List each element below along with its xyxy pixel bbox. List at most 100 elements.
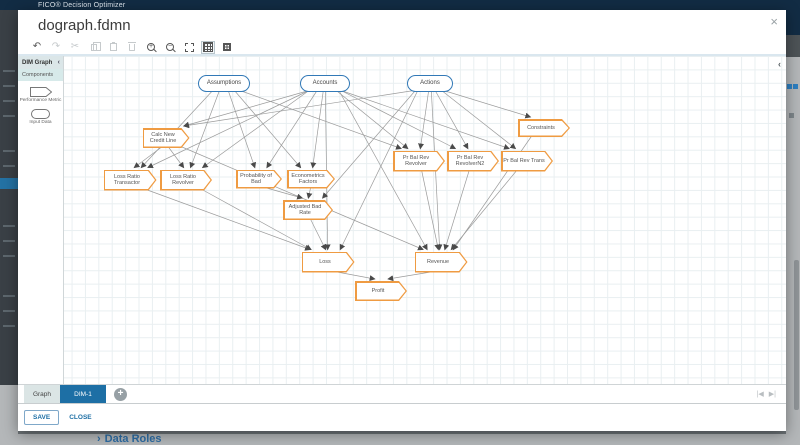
pentagon-node-fill	[289, 171, 334, 187]
edge-pr-bal-rev-revolvern2-to-revenue	[443, 170, 470, 251]
node-loss-ratio-revolver[interactable]: Loss Ratio Revolver	[160, 170, 212, 191]
tab-bar: Graph DIM-1 + |◀ ▶|	[18, 384, 786, 404]
edge-assumptions-to-probability-of-bad	[227, 90, 257, 169]
edge-actions-to-loss	[339, 90, 419, 251]
pentagon-node-fill	[395, 152, 444, 170]
edge-pr-bal-rev-revolver-to-revenue	[421, 170, 441, 251]
snap-to-grid-icon[interactable]	[220, 41, 234, 54]
palette-item-label: Input Data	[29, 120, 52, 125]
data-roles-label: Data Roles	[104, 433, 162, 445]
node-pr-bal-rev-revolver[interactable]: Pr Bal Rev Revolver	[393, 151, 445, 172]
data-roles-section: ›Data Roles	[97, 433, 162, 445]
fit-to-screen-icon[interactable]	[182, 41, 196, 54]
palette-item-performance-metric[interactable]: Performance Metric	[18, 87, 63, 103]
edge-accounts-to-calc-new-credit-line	[183, 90, 310, 128]
edge-adjusted-bad-rate-to-loss	[310, 218, 327, 251]
stadium-shape-icon	[31, 109, 50, 119]
edge-econometrics-factors-to-adjusted-bad-rate	[306, 187, 313, 199]
node-constraints[interactable]: Constraints	[518, 119, 570, 137]
background-window-icon	[793, 84, 798, 89]
node-loss-ratio-transactor[interactable]: Loss Ratio Transactor	[104, 170, 157, 191]
edge-assumptions-to-pr-bal-rev-revolver	[239, 90, 402, 150]
background-sidebar-active-item	[0, 178, 18, 189]
modal-title: dograph.fdmn	[38, 17, 131, 34]
grid-icon[interactable]	[201, 40, 215, 54]
edge-revenue-to-profit	[387, 271, 434, 282]
edge-layer	[133, 90, 532, 282]
node-label: Loss Ratio Transactor	[113, 173, 141, 186]
tab-graph[interactable]: Graph	[24, 385, 60, 403]
node-calc-new-credit-line[interactable]: Calc New Credit Line	[143, 128, 190, 148]
node-label: Revenue	[426, 258, 450, 265]
edge-actions-to-calc-new-credit-line	[183, 90, 415, 129]
node-label: Calc New Credit Line	[149, 131, 177, 144]
last-tab-icon[interactable]: ▶|	[768, 391, 776, 398]
node-econometrics-factors[interactable]: Econometrics Factors	[287, 170, 335, 189]
node-actions[interactable]: Actions	[407, 74, 453, 92]
node-label: Assumptions	[206, 79, 242, 86]
palette-item-label: Performance Metric	[19, 98, 62, 103]
node-pr-bal-rev-revolvern2[interactable]: Pr Bal Rev RevolverN2	[447, 151, 499, 172]
node-label: Profit	[371, 287, 385, 294]
collapse-right-panel-icon[interactable]: ‹	[778, 59, 781, 69]
node-label: Pr Bal Rev Revolver	[402, 154, 430, 167]
node-probability-of-bad[interactable]: Probability of Bad	[236, 170, 282, 189]
pentagon-node-fill	[416, 253, 466, 271]
canvas-grid[interactable]	[18, 56, 786, 384]
node-profit[interactable]: Profit	[355, 281, 407, 301]
edge-accounts-to-probability-of-bad	[266, 90, 318, 169]
palette-section-components[interactable]: Components	[18, 69, 63, 81]
tab-dim-1[interactable]: DIM-1	[60, 385, 106, 403]
node-label: Adjusted Bad Rate	[288, 203, 322, 216]
palette-item-input-data[interactable]: Input Data	[18, 109, 63, 125]
edge-accounts-to-loss-ratio-revolver	[201, 90, 310, 169]
pentagon-node-fill	[162, 171, 211, 189]
node-label: Loss	[319, 258, 331, 265]
background-window-icon	[787, 84, 792, 89]
edge-accounts-to-econometrics-factors	[310, 90, 324, 169]
cut-icon: ✂	[70, 41, 80, 52]
node-pr-bal-rev-trans[interactable]: Pr Bal Rev Trans	[501, 151, 553, 172]
pentagon-node-fill	[357, 283, 406, 300]
edge-assumptions-to-loss-ratio-revolver	[189, 90, 220, 169]
save-button[interactable]: SAVE	[24, 410, 60, 425]
node-label: Loss Ratio Revolver	[170, 173, 196, 186]
node-adjusted-bad-rate[interactable]: Adjusted Bad Rate	[283, 200, 333, 220]
graph-toolbar: ↶↷✂+−	[18, 40, 786, 56]
edge-loss-to-profit	[334, 271, 376, 282]
edge-actions-to-pr-bal-rev-revolver	[418, 90, 430, 150]
close-button[interactable]: CLOSE	[69, 414, 92, 421]
pentagon-node-fill	[449, 152, 498, 170]
edge-accounts-to-revenue	[338, 90, 428, 251]
node-loss[interactable]: Loss	[302, 252, 355, 273]
node-label: Probability of Bad	[240, 172, 272, 185]
node-assumptions[interactable]: Assumptions	[198, 74, 250, 92]
edge-loss-ratio-transactor-to-loss	[145, 189, 311, 251]
add-tab-button[interactable]: +	[114, 387, 127, 401]
delete-icon	[125, 41, 139, 54]
chevron-left-icon[interactable]: ‹	[57, 59, 60, 66]
node-accounts[interactable]: Accounts	[300, 74, 350, 92]
zoom-in-icon[interactable]: +	[147, 43, 155, 51]
undo-icon[interactable]: ↶	[32, 41, 42, 52]
palette-panel: DIM Graph ‹ Components Performance Metri…	[18, 56, 64, 384]
edge-probability-of-bad-to-adjusted-bad-rate	[264, 187, 304, 200]
edge-accounts-to-pr-bal-rev-revolver	[336, 90, 409, 150]
chevron-right-icon: ›	[97, 433, 101, 445]
background-divider	[18, 431, 786, 434]
background-tool-icon	[789, 113, 794, 118]
background-scrollbar	[794, 260, 799, 410]
pentagon-node-fill	[303, 253, 353, 271]
node-label: Econometrics Factors	[291, 172, 325, 185]
node-label: Pr Bal Rev Trans	[503, 157, 545, 164]
node-revenue[interactable]: Revenue	[415, 252, 468, 273]
pentagon-node-fill	[503, 152, 552, 170]
edge-actions-to-pr-bal-rev-trans	[441, 90, 517, 150]
node-label: Actions	[420, 79, 440, 86]
close-icon[interactable]: ×	[770, 14, 778, 29]
first-tab-icon[interactable]: |◀	[756, 391, 764, 398]
edge-calc-new-credit-line-to-loss-ratio-revolver	[168, 146, 185, 169]
zoom-out-icon[interactable]: −	[166, 43, 174, 51]
